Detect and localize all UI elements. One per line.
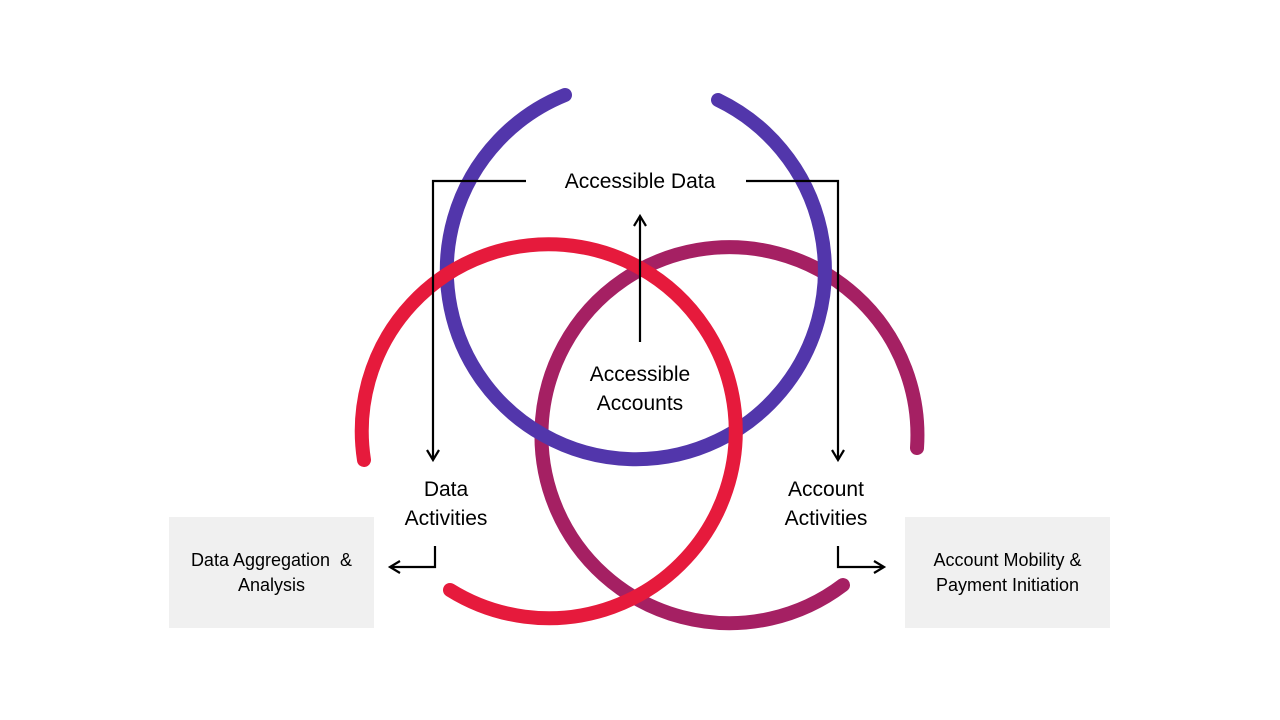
accessible-accounts-line1: Accessible — [589, 363, 691, 386]
account-mobility-box: Account Mobility & Payment Initiation — [905, 517, 1110, 628]
account-mobility-line2: Payment Initiation — [935, 574, 1080, 595]
account-mobility-line1: Account Mobility & — [933, 549, 1082, 570]
accessible-accounts-label: Accessible Accounts — [560, 360, 720, 418]
data-activities-label: Data Activities — [366, 475, 526, 533]
data-aggregation-box: Data Aggregation & Analysis — [169, 517, 374, 628]
account-activities-label: Account Activities — [746, 475, 906, 533]
data-activities-line1: Data — [423, 478, 469, 501]
data-activities-line2: Activities — [404, 507, 488, 530]
arrow-to-data-aggregation — [387, 546, 437, 574]
data-activities-circle — [354, 237, 743, 626]
arrow-to-account-activities — [746, 179, 845, 463]
arrow-to-data-activities — [426, 179, 526, 463]
account-activities-line1: Account — [788, 478, 864, 501]
accessible-data-circle — [439, 88, 832, 467]
accessible-data-label: Accessible Data — [564, 170, 716, 193]
data-aggregation-line1: Data Aggregation & — [190, 549, 353, 570]
arrow-to-account-mobility — [836, 546, 887, 574]
data-aggregation-line2: Analysis — [237, 574, 306, 595]
account-activities-circle — [534, 240, 925, 631]
account-activities-line2: Activities — [784, 507, 868, 530]
accessible-accounts-line2: Accounts — [596, 392, 684, 415]
